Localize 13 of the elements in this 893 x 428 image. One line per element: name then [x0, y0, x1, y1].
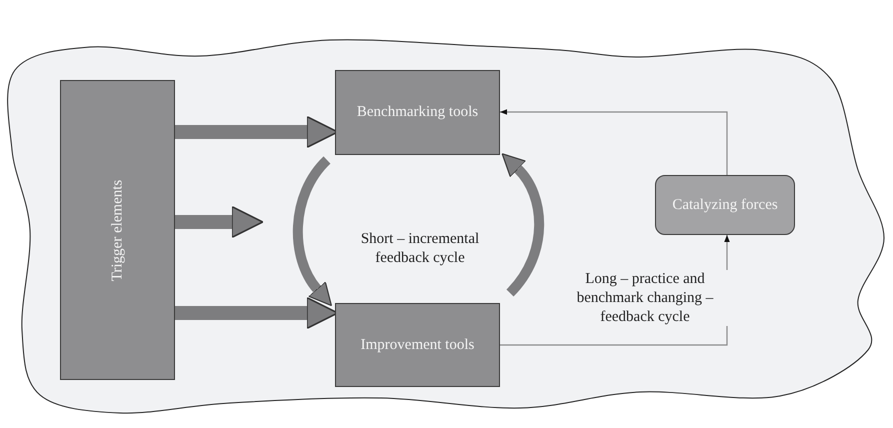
process-box — [335, 70, 500, 155]
arrow — [500, 109, 728, 175]
block-arrow — [502, 152, 544, 296]
rounded-box — [655, 175, 795, 235]
box-label: Benchmarking tools — [356, 104, 478, 121]
block-arrow — [175, 206, 264, 238]
process-box — [335, 303, 500, 387]
box-label: Improvement tools — [360, 336, 474, 354]
process-box — [60, 80, 175, 380]
block-arrow — [293, 156, 331, 308]
cycle-label: Short – incremental feedback cycle — [360, 230, 480, 268]
box-label: Catalyzing forces — [672, 196, 778, 214]
box-label: Trigger elements — [109, 179, 126, 281]
